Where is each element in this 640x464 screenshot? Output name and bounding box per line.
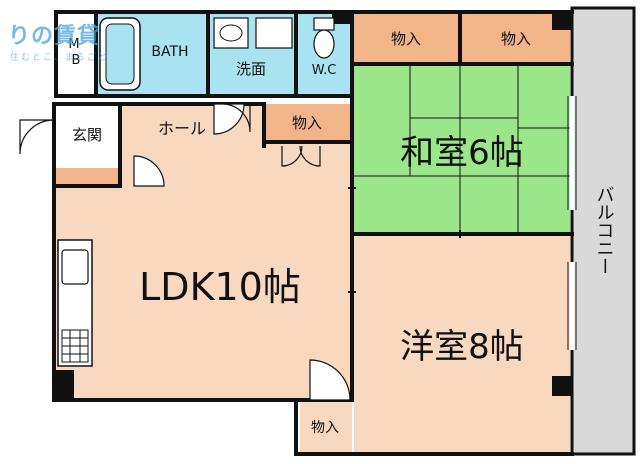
storage-bottom: [300, 402, 352, 452]
label-hall: ホール: [158, 119, 206, 138]
label-senmen: 洗面: [236, 60, 266, 78]
stove: [61, 329, 89, 363]
label-storage-mid: 物入: [292, 114, 322, 132]
label-storage-top-2: 物入: [501, 30, 531, 48]
washing-machine-space: [255, 17, 293, 49]
ldk-room: [56, 142, 352, 454]
label-balcony: バルコニー: [594, 185, 615, 275]
mb-space: [58, 14, 96, 94]
label-bath: BATH: [151, 44, 188, 60]
wall-post-2: [552, 376, 572, 396]
label-washitsu: 和室6帖: [400, 133, 524, 173]
label-youshitsu: 洋室8帖: [400, 327, 524, 367]
label-mb-line1: M: [68, 37, 79, 52]
wall-post-4: [332, 12, 352, 24]
label-storage-bottom: 物入: [311, 420, 339, 436]
storage-top-1: [354, 14, 458, 62]
label-ldk: LDK10帖: [139, 265, 301, 309]
genkan-step: [56, 168, 120, 186]
toilet: [313, 17, 335, 59]
kitchen-sink: [61, 249, 89, 285]
door-swings: [19, 103, 351, 401]
label-storage-top-1: 物入: [391, 30, 421, 48]
walls: [52, 10, 574, 456]
wall-post-3: [54, 370, 74, 400]
youshitsu-room: [354, 236, 570, 452]
tatami-lines: [354, 66, 570, 232]
label-mb: M B: [68, 37, 83, 68]
label-mb-line2: B: [72, 53, 81, 68]
wall-post-1: [552, 10, 572, 30]
label-wc: W.C: [312, 63, 337, 78]
label-genkan: 玄関: [72, 126, 102, 144]
storage-mid: [266, 104, 350, 142]
washitsu-room: [354, 66, 570, 232]
